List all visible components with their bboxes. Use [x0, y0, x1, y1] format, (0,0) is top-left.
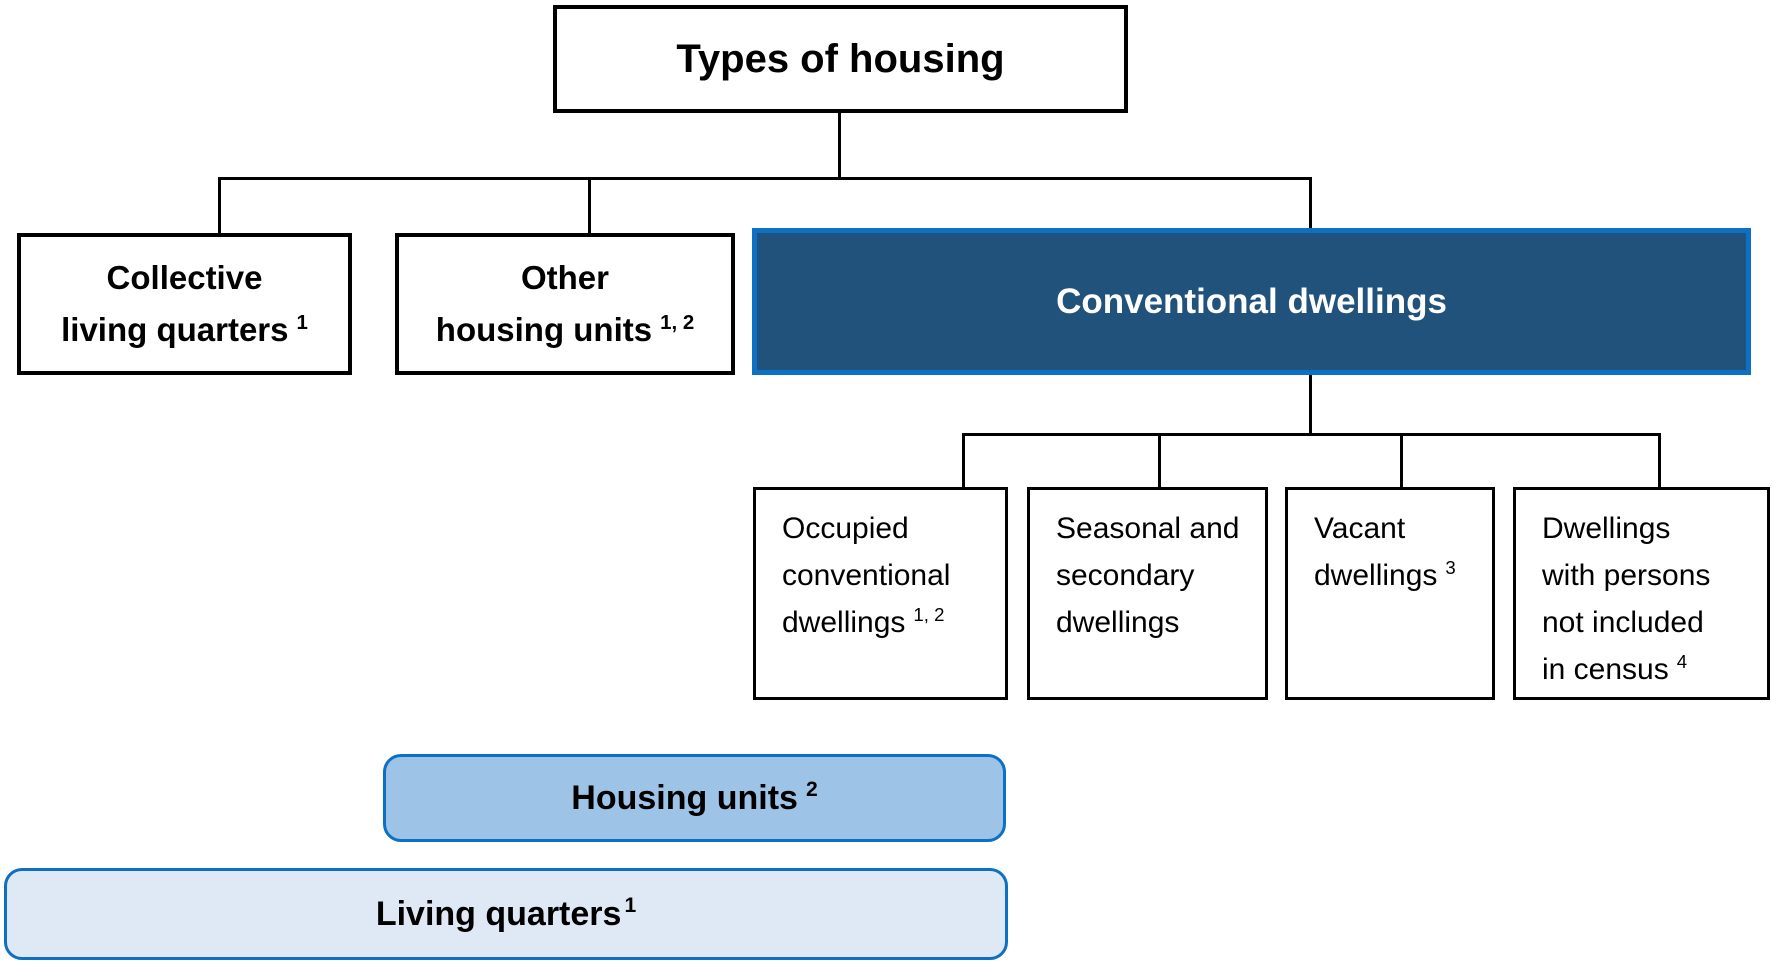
connector-level1-horizontal — [218, 177, 1312, 180]
node-types-of-housing: Types of housing — [553, 5, 1128, 113]
footnote-marker: 2 — [805, 778, 818, 802]
connector-conventional-stem — [1309, 375, 1312, 433]
connector-drop-other — [588, 177, 591, 233]
node-conventional-dwellings: Conventional dwellings — [752, 228, 1751, 375]
connector-root-stem — [838, 113, 841, 177]
connector-level2-horizontal — [962, 433, 1661, 436]
footnote-marker: 3 — [1445, 557, 1456, 578]
connector-drop-vacant — [1400, 433, 1403, 487]
node-dwellings-persons-not-included: Dwellings with persons not included in c… — [1513, 487, 1770, 700]
connector-drop-conventional — [1309, 177, 1312, 228]
footnote-marker: 1, 2 — [660, 311, 695, 334]
footnote-marker: 4 — [1676, 651, 1688, 672]
connector-drop-occupied — [962, 433, 965, 487]
footnote-marker: 1 — [296, 311, 308, 334]
node-seasonal-secondary-dwellings: Seasonal and secondary dwellings — [1027, 487, 1268, 700]
connector-drop-seasonal — [1158, 433, 1161, 487]
node-label: Types of housing — [676, 36, 1005, 81]
connector-drop-not-included — [1658, 433, 1661, 487]
node-label: Conventional dwellings — [1056, 281, 1447, 321]
footnote-marker: 1 — [624, 894, 637, 918]
connector-drop-collective — [218, 177, 221, 233]
footnote-marker: 1, 2 — [913, 604, 945, 625]
